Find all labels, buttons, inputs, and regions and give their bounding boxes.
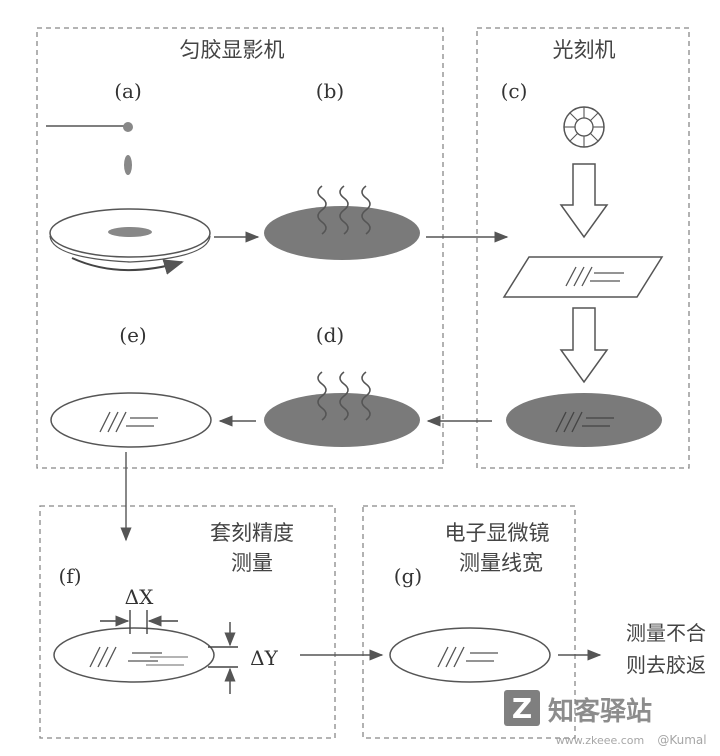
photomask: [502, 256, 664, 298]
overlay-group-frame: [39, 505, 336, 739]
step-label-c: (c): [501, 79, 528, 103]
developed-wafer: [50, 392, 212, 448]
wafer-d: [264, 393, 420, 447]
step-label-e: (e): [119, 323, 146, 347]
wafer-a-edge: [49, 235, 211, 263]
result-line1: 测量不合: [626, 621, 706, 645]
result-line2: 则去胶返: [626, 653, 706, 677]
step-label-f: (f): [58, 564, 81, 588]
step-label-a: (a): [114, 79, 142, 103]
down-arrow-icon: [559, 163, 609, 239]
wafer-b: [264, 206, 420, 260]
heat-wave-icon: [317, 185, 371, 235]
sem-title-line2: 测量线宽: [459, 551, 543, 575]
coater-title: 匀胶显影机: [180, 38, 285, 62]
delta-x-label: ΔX: [125, 585, 154, 609]
light-source-icon: [563, 106, 605, 148]
down-arrow-icon-2: [559, 307, 609, 384]
overlay-wafer: [53, 627, 215, 683]
sem-group-frame: [362, 505, 576, 739]
nozzle-icon: [46, 122, 133, 175]
watermark-user: @Kumal: [657, 733, 706, 747]
exposed-wafer: [506, 393, 662, 447]
rotation-arrow-icon: [71, 257, 184, 275]
cd-wafer: [389, 627, 551, 683]
watermark-logo: Z 知客驿站 www.zkeee.com @Kumal: [504, 690, 707, 747]
coater-group-frame: [36, 27, 444, 469]
delta-x-marker: [100, 610, 178, 634]
heat-wave-icon-2: [317, 371, 371, 421]
watermark-brand: 知客驿站: [548, 696, 652, 727]
exposure-group-frame: [476, 27, 690, 469]
overlay-title-line1: 套刻精度: [210, 521, 294, 545]
sem-title-line1: 电子显微镜: [445, 521, 550, 545]
overlay-title-line2: 测量: [231, 551, 273, 575]
exposure-title: 光刻机: [553, 38, 616, 62]
step-label-d: (d): [316, 323, 344, 347]
step-label-b: (b): [316, 79, 344, 103]
svg-text:Z: Z: [512, 692, 532, 725]
step-label-g: (g): [394, 564, 422, 588]
watermark-url: www.zkeee.com: [556, 734, 645, 747]
delta-y-marker: [208, 622, 238, 694]
delta-y-label: ΔY: [250, 646, 278, 670]
resist-puddle: [108, 227, 152, 237]
